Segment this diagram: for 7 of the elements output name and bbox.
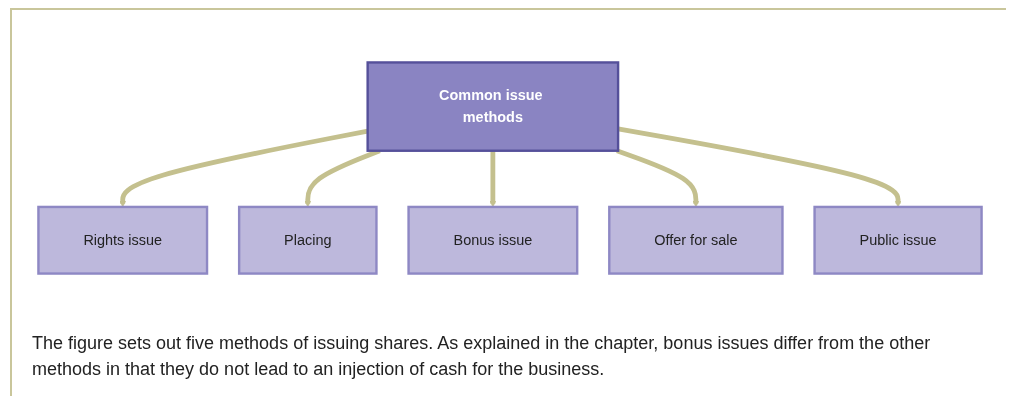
node-box: Rights issue: [37, 205, 209, 275]
caption: The figure sets out five methods of issuing shares. As explained in the chapter, bonus issues differ from the other methods in that they do not lead to an injection of cash for the business.: [32, 332, 932, 381]
node-box: Public issue: [813, 205, 983, 275]
node-box: Offer for sale: [608, 205, 784, 275]
node-box: Placing: [237, 205, 378, 275]
node-box: Common issue methods: [366, 61, 620, 152]
node-box: Bonus issue: [407, 205, 579, 275]
